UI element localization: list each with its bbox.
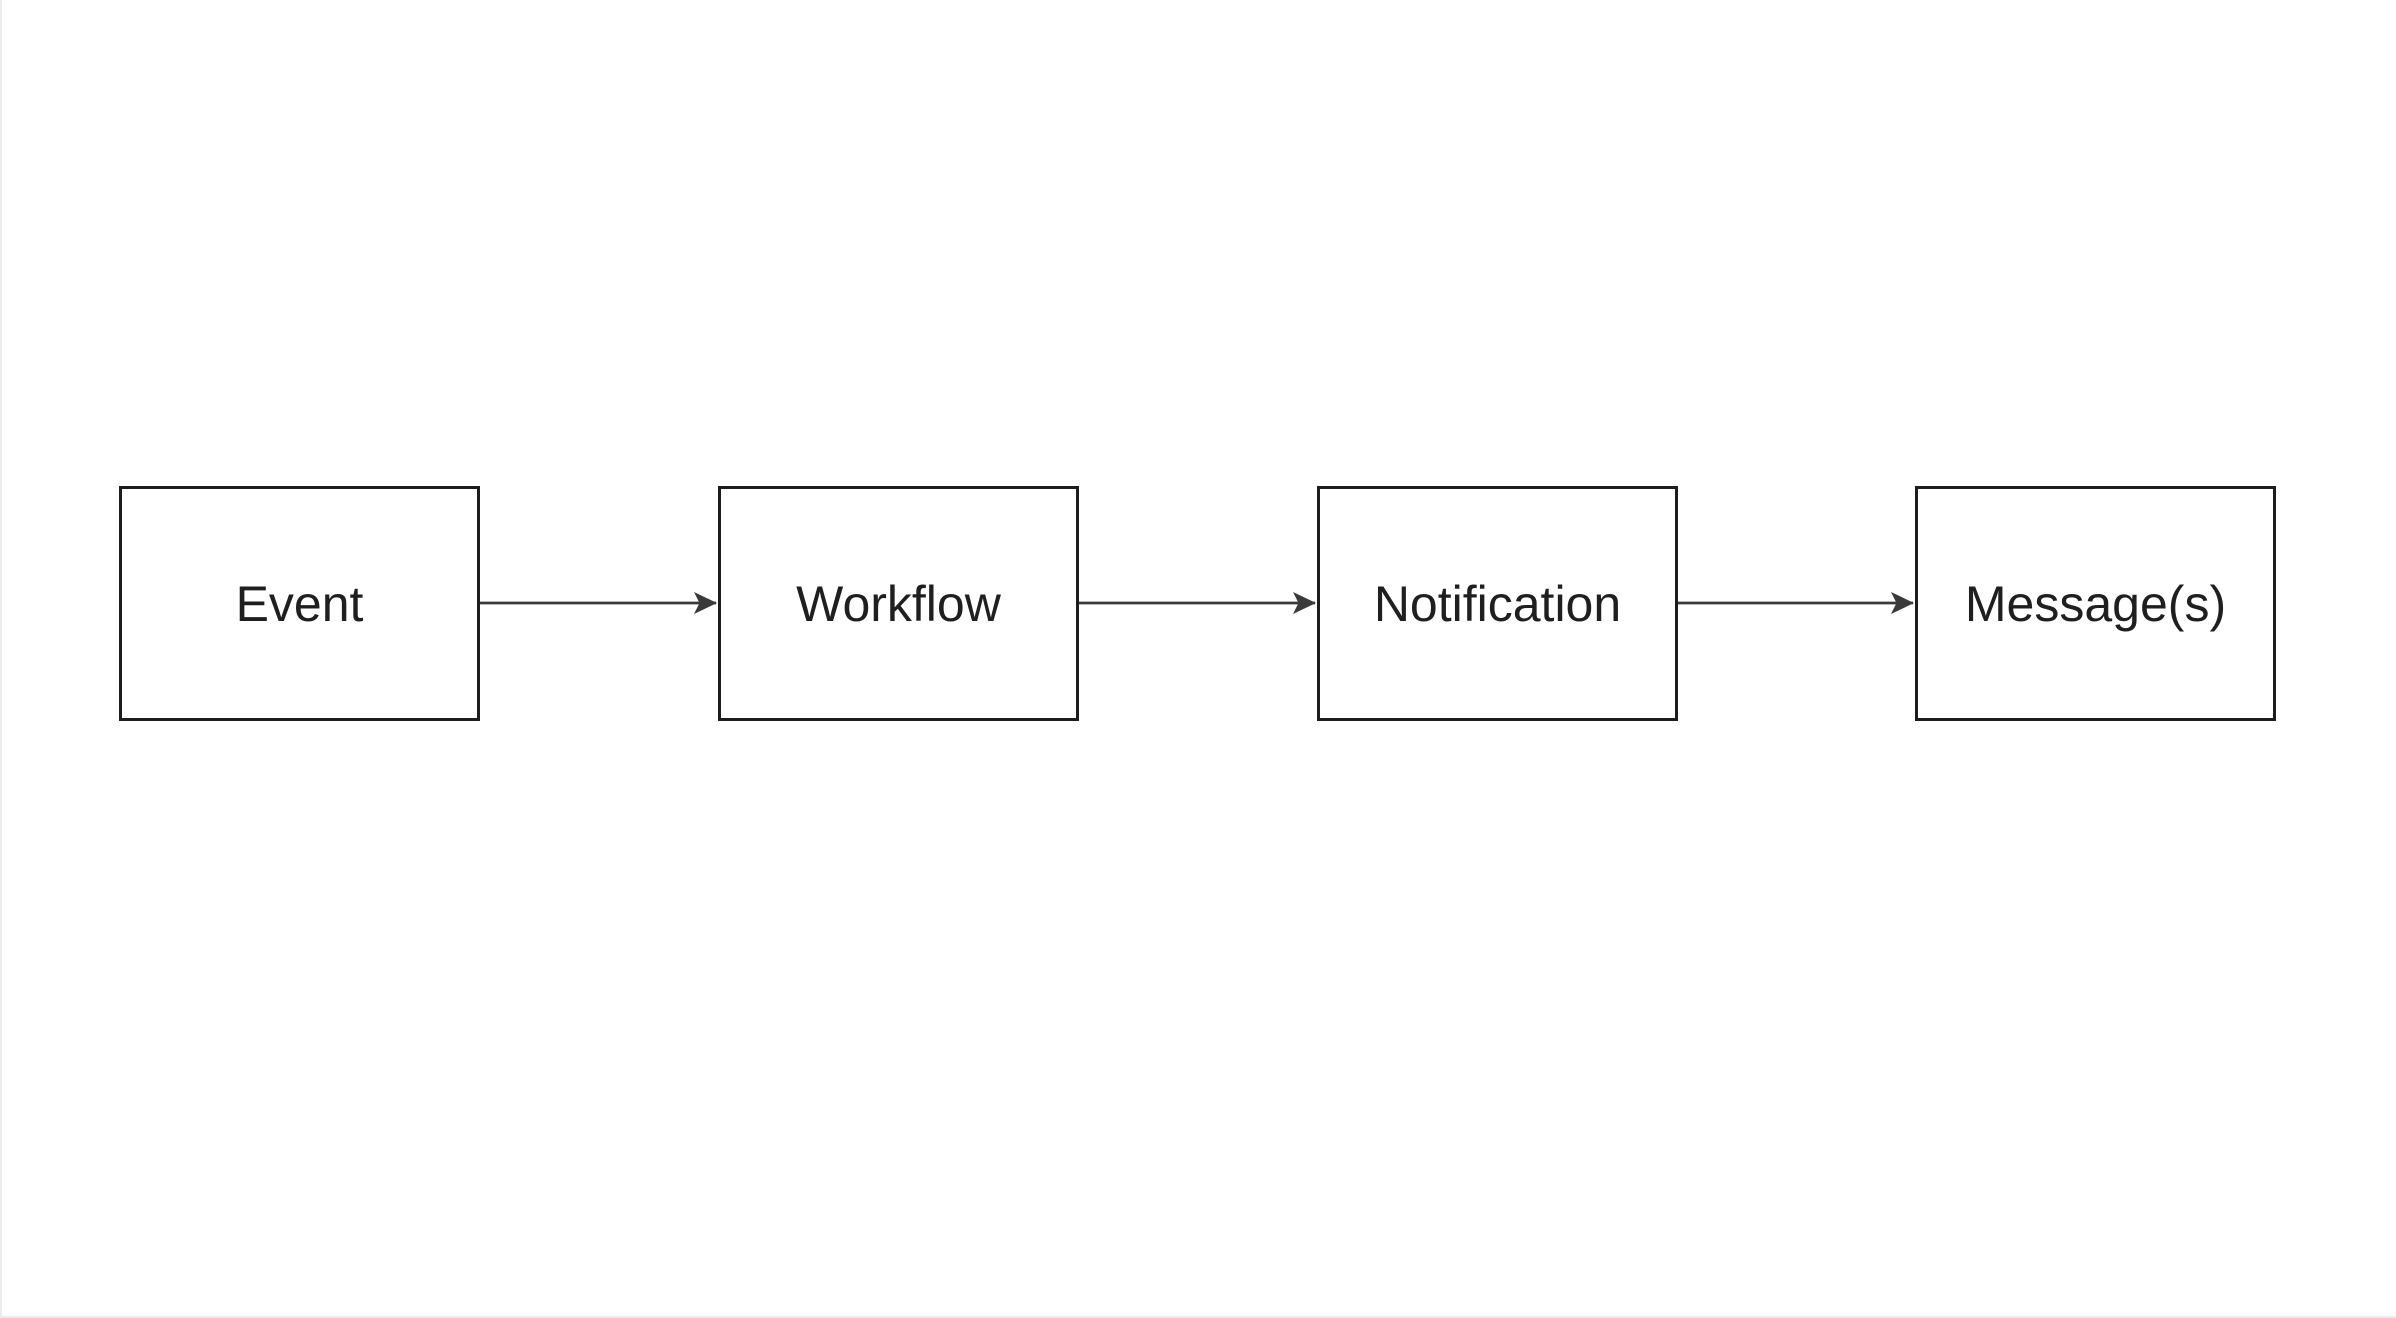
node-messages: Message(s)	[1915, 486, 2276, 721]
arrow-workflow-to-notification	[1079, 592, 1316, 614]
node-workflow-label: Workflow	[796, 575, 1001, 632]
arrow-notification-to-messages	[1678, 592, 1914, 614]
arrow-event-to-workflow	[480, 592, 717, 614]
node-messages-label: Message(s)	[1964, 575, 2227, 632]
viewport-left-edge	[0, 0, 2, 1318]
node-notification: Notification	[1317, 486, 1678, 721]
node-workflow: Workflow	[718, 486, 1079, 721]
node-event: Event	[119, 486, 480, 721]
viewport-bottom-edge	[0, 1316, 2396, 1318]
node-event-label: Event	[235, 575, 364, 632]
node-notification-label: Notification	[1373, 575, 1622, 632]
